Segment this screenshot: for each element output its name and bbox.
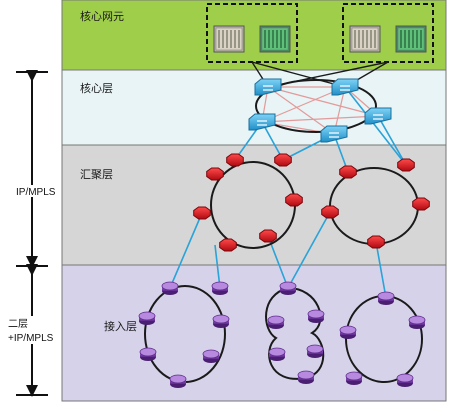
core-switch-icon <box>248 113 276 131</box>
access-node-icon <box>138 311 156 325</box>
core-agg-link <box>377 115 407 166</box>
server-rack-icon <box>395 25 427 53</box>
agg-access-link <box>169 212 203 289</box>
server-rack-icon <box>349 25 381 53</box>
core-mesh-link <box>267 86 335 135</box>
access-node-icon <box>279 281 297 295</box>
core-mesh-link <box>267 86 379 117</box>
agg-access-link <box>287 211 331 289</box>
side-label-l2: 二层 <box>8 318 28 330</box>
layer-label-core: 核心层 <box>80 81 113 95</box>
aggregation-router-icon <box>397 158 415 172</box>
access-node-icon <box>212 314 230 328</box>
core-switch-icon <box>331 78 359 96</box>
aggregation-router-icon <box>226 153 244 167</box>
aggregation-router-icon <box>274 153 292 167</box>
layer-label-access: 接入层 <box>104 320 137 333</box>
agg-access-link <box>375 241 387 299</box>
aggregation-router-icon <box>285 193 303 207</box>
server-rack-icon <box>259 25 291 53</box>
access-node-icon <box>268 347 286 361</box>
core-switch-icon <box>364 107 392 125</box>
access-node-icon <box>306 344 324 358</box>
uplink <box>251 61 346 88</box>
aggregation-router-icon <box>219 238 237 252</box>
access-node-icon <box>202 349 220 363</box>
core-mesh-link <box>261 115 379 123</box>
l2-label-bg <box>6 316 58 344</box>
aggregation-router-icon <box>206 167 224 181</box>
layer-label-core-ne: 核心网元 <box>80 9 124 23</box>
ip-mpls-label-bg <box>18 185 52 197</box>
side-label-l2-ipmpls: +IP/MPLS <box>8 333 54 344</box>
access-node-icon <box>139 347 157 361</box>
access-node-icon <box>345 371 363 385</box>
access-node-icon <box>396 373 414 387</box>
core-switch-icon <box>320 125 348 143</box>
aggregation-router-icon <box>367 235 385 249</box>
access-node-icon <box>307 309 325 323</box>
core-ne-band <box>61 0 447 71</box>
access-node-icon <box>297 370 315 384</box>
server-rack-icon <box>213 25 245 53</box>
side-scale <box>16 70 48 397</box>
layer-label-aggregation: 汇聚层 <box>80 168 113 181</box>
access-node-icon <box>267 315 285 329</box>
core-ring <box>255 79 377 133</box>
access-node-icon <box>211 281 229 295</box>
access-node-icon <box>408 315 426 329</box>
aggregation-router-icon <box>321 205 339 219</box>
core-switch-icon <box>254 78 282 96</box>
aggregation-router-icon <box>193 206 211 220</box>
access-band <box>61 264 447 402</box>
core-mesh-link <box>261 86 346 123</box>
access-node-icon <box>377 291 395 305</box>
access-node-icon <box>169 374 187 388</box>
aggregation-router-icon <box>259 229 277 243</box>
core-agg-link <box>344 86 407 166</box>
side-label-ip-mpls: IP/MPLS <box>16 187 56 198</box>
agg-access-link <box>214 244 221 289</box>
access-node-icon <box>161 281 179 295</box>
aggregation-router-icon <box>339 165 357 179</box>
access-node-icon <box>339 325 357 339</box>
aggregation-router-icon <box>412 197 430 211</box>
